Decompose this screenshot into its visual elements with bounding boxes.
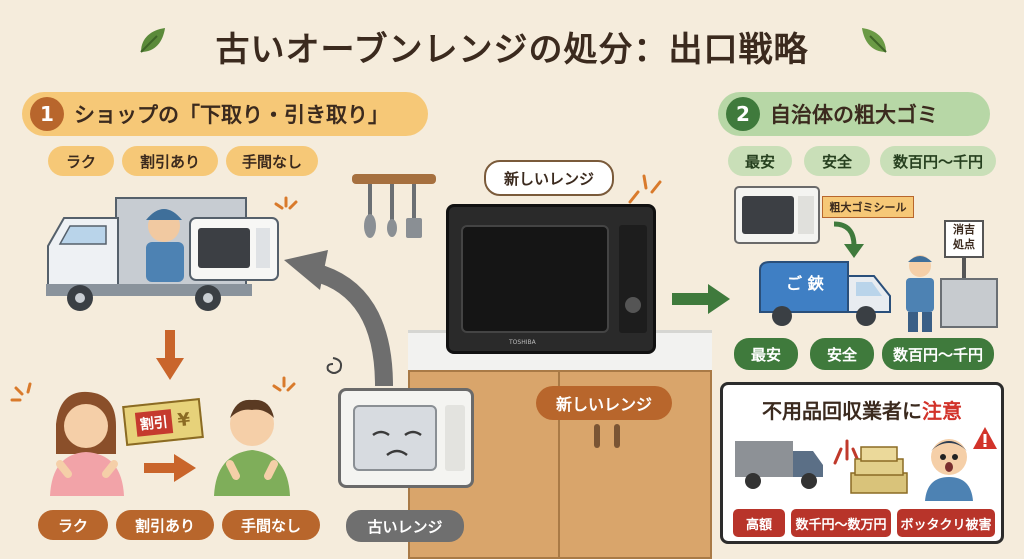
section2-bottom-tag: 数百円〜千円 (882, 338, 994, 370)
yen-icon: ¥ (176, 408, 192, 431)
right-arrow-icon (144, 454, 196, 482)
cabinet-handle (594, 424, 600, 448)
section2-heading: 自治体の粗大ゴミ (770, 103, 938, 127)
disposal-bin (940, 278, 998, 328)
section1-bottom-tag: 手間なし (222, 510, 320, 540)
cabinet-handle (614, 424, 620, 448)
section1-bottom-tag: 割引あり (116, 510, 214, 540)
section2-bottom-tag: 安全 (810, 338, 874, 370)
warning-title: 不用品回収業者に注意 (723, 395, 1001, 424)
down-arrow-icon (156, 330, 184, 380)
section1-tag: ラク (48, 146, 114, 176)
curved-arrow-icon (833, 221, 864, 258)
money-stack-icon (850, 446, 908, 494)
leaf-icon (140, 28, 165, 53)
old-range-label: 古いレンジ (346, 510, 464, 542)
section2-tag: 数百円〜千円 (880, 146, 996, 176)
disposal-station-sign: 消吉 処点 (944, 220, 984, 258)
warning-tag: ボッタクリ被害 (897, 509, 995, 537)
sign-pole (962, 258, 966, 278)
discount-ticket-label: 割引 (134, 409, 173, 437)
discount-ticket: 割引 ¥ (122, 398, 204, 446)
section2-tag: 安全 (804, 146, 870, 176)
warning-icon (973, 427, 997, 449)
cabinet-divider (558, 370, 560, 559)
junk-truck-illustration (735, 441, 823, 489)
section2-header: 2 自治体の粗大ゴミ (718, 92, 990, 136)
garbage-truck-label: ご 鋏 (786, 274, 824, 293)
section1-tag: 手間なし (226, 146, 318, 176)
sanitation-worker-illustration (906, 255, 934, 332)
curved-arrow-icon (284, 250, 393, 387)
section2-bottom-tag: 最安 (734, 338, 798, 370)
kitchen-utensils-illustration (352, 174, 436, 238)
right-arrow-icon (672, 284, 730, 314)
shocked-person-illustration (925, 439, 973, 501)
man-staff-illustration (214, 399, 290, 496)
section1-tag: 割引あり (122, 146, 218, 176)
garbage-truck-illustration (759, 261, 891, 326)
warning-panel: 不用品回収業者に注意 高額 数千円〜数万円 ボッタクリ被害 (720, 382, 1004, 544)
page-title: 古いオーブンレンジの処分：出口戦略 (215, 30, 809, 70)
microwave-with-sticker (734, 186, 820, 244)
sparkle-icon (272, 376, 296, 392)
warning-tag: 数千円〜数万円 (791, 509, 891, 537)
sparkle-icon (628, 174, 662, 204)
sparkle-icon (274, 196, 298, 210)
warning-tag: 高額 (733, 509, 785, 537)
woman-customer-illustration (50, 391, 124, 496)
oversized-garbage-sticker: 粗大ゴミシール (822, 196, 914, 218)
section2-tag: 最安 (728, 146, 792, 176)
sparkle-icon (10, 382, 32, 402)
warning-title-main: 不用品回収業者に (762, 399, 922, 423)
old-microwave (338, 388, 474, 488)
section1-bottom-tag: ラク (38, 510, 108, 540)
new-range-label: 新しいレンジ (536, 386, 672, 420)
leaf-icon (862, 28, 887, 53)
new-range-bubble: 新しいレンジ (484, 160, 614, 196)
dizzy-icon (326, 357, 343, 374)
warning-title-emphasis: 注意 (922, 399, 962, 423)
section2-number: 2 (726, 97, 760, 131)
section1-header: 1 ショップの「下取り・引き取り」 (22, 92, 428, 136)
new-microwave: TOSHIBA (446, 204, 656, 354)
sad-face-icon (372, 430, 422, 457)
brand-label: TOSHIBA (509, 339, 536, 346)
section1-heading: ショップの「下取り・引き取り」 (74, 103, 389, 127)
section1-number: 1 (30, 97, 64, 131)
delivery-truck-illustration (46, 197, 279, 311)
